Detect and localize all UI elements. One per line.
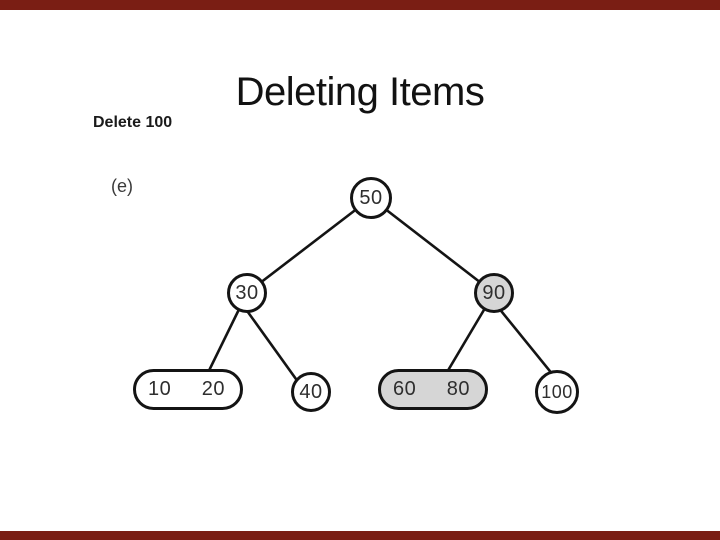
tree-edge-30-40 [243, 307, 303, 387]
figure-step-label: (e) [111, 176, 133, 196]
top-accent-bar [0, 0, 720, 10]
page-title: Deleting Items [235, 69, 485, 114]
tree-edge-50-30 [246, 196, 372, 295]
tree-node-30: 30 [227, 273, 267, 313]
tree-edge-50-90 [370, 196, 495, 295]
tree-node-90: 90 [474, 273, 514, 313]
node-value-40: 40 [299, 380, 323, 403]
tree-node-50: 50 [350, 177, 392, 219]
node-value-60: 60 [393, 378, 417, 400]
node-value-10: 10 [148, 378, 172, 400]
bottom-accent-bar [0, 531, 720, 540]
subtitle-delete-100: Delete 100 [93, 114, 173, 131]
tree-node-10-20: 10 20 [133, 369, 243, 410]
node-value-80: 80 [446, 378, 470, 400]
node-value-100: 100 [541, 381, 573, 402]
node-value-20: 20 [201, 378, 225, 400]
tree-node-40: 40 [291, 372, 331, 412]
node-value-30: 30 [235, 281, 259, 304]
tree-node-60-80: 60 80 [378, 369, 488, 410]
node-value-50: 50 [359, 186, 383, 209]
tree-node-100: 100 [535, 370, 579, 414]
node-value-90: 90 [482, 281, 506, 304]
